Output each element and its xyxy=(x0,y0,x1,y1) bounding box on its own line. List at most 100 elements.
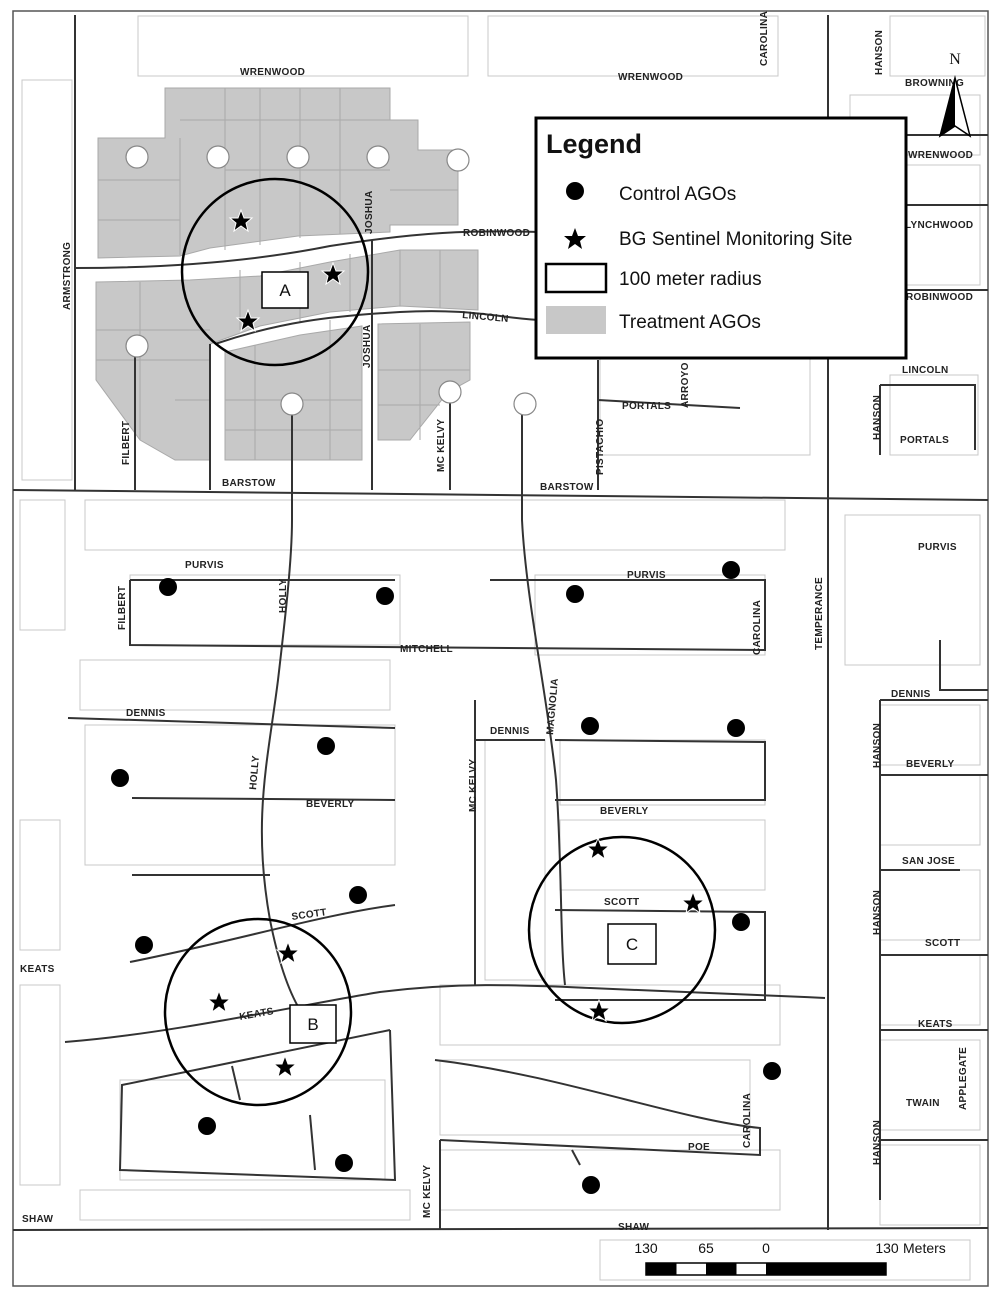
control-ago-dot xyxy=(335,1154,353,1172)
street-label: DENNIS xyxy=(891,689,931,700)
street-label: WRENWOOD xyxy=(618,72,683,83)
street-label: FILBERT xyxy=(121,421,132,465)
north-label: N xyxy=(949,51,961,68)
star-icon xyxy=(320,261,346,286)
street-label: FILBERT xyxy=(117,586,128,630)
control-ago-dot xyxy=(732,913,750,931)
street-label: KEATS xyxy=(20,964,55,975)
star-icon xyxy=(680,890,706,915)
star-icon xyxy=(206,989,232,1014)
star-icon xyxy=(228,208,254,233)
street-label: PURVIS xyxy=(185,560,224,571)
legend: Legend Control AGOs BG Sentinel Monitori… xyxy=(534,116,908,360)
control-ago-dot xyxy=(727,719,745,737)
street-label: BROWNING xyxy=(905,78,964,89)
cul-de-sacs xyxy=(125,145,537,416)
street-label: PORTALS xyxy=(900,435,949,446)
control-ago-dot xyxy=(376,587,394,605)
street-label: SHAW xyxy=(22,1214,53,1225)
scale-label: 130 xyxy=(875,1240,899,1256)
street-label: HOLLY xyxy=(278,579,289,613)
street-label: LINCOLN xyxy=(902,365,949,376)
street-label: ARROYO xyxy=(680,362,691,408)
monitoring-sites xyxy=(206,208,706,1079)
street-label: LINCOLN xyxy=(462,310,509,325)
control-ago-dot xyxy=(566,585,584,603)
legend-label: 100 meter radius xyxy=(619,269,762,290)
legend-star-icon xyxy=(564,228,586,249)
street-label: BEVERLY xyxy=(306,799,354,810)
street-label: HANSON xyxy=(872,723,883,768)
site-c-label: C xyxy=(607,923,657,965)
street-label: SHAW xyxy=(618,1222,649,1233)
control-ago-dot xyxy=(317,737,335,755)
scale-unit: Meters xyxy=(903,1240,946,1256)
street-label: SCOTT xyxy=(291,907,328,923)
radius-circle-a xyxy=(180,177,370,367)
control-ago-dot xyxy=(198,1117,216,1135)
radius-circles xyxy=(163,177,717,1107)
radius-circle-b xyxy=(163,917,353,1107)
legend-title: Legend xyxy=(546,129,642,159)
street-label: CAROLINA xyxy=(742,1093,753,1148)
scale-bar: 130 65 0 130 Meters xyxy=(634,1240,946,1276)
street-label: SAN JOSE xyxy=(902,856,955,867)
street-label: PISTACHIO xyxy=(595,419,606,475)
street-label: ROBINWOOD xyxy=(906,292,973,303)
legend-label: Control AGOs xyxy=(619,184,736,205)
street-label: APPLEGATE xyxy=(958,1047,969,1110)
street-label: KEATS xyxy=(918,1019,953,1030)
street-label: WRENWOOD xyxy=(908,150,973,161)
star-icon xyxy=(586,998,612,1023)
street-label: BARSTOW xyxy=(540,482,594,493)
street-label: LYNCHWOOD xyxy=(905,220,973,231)
street-label: PURVIS xyxy=(627,570,666,581)
street-label: SCOTT xyxy=(604,897,639,908)
control-agos xyxy=(111,561,781,1194)
star-icon xyxy=(585,836,611,861)
street-label: MAGNOLIA xyxy=(545,678,561,736)
star-icon xyxy=(275,940,301,965)
street-label: ROBINWOOD xyxy=(463,228,530,239)
street-label: WRENWOOD xyxy=(240,67,305,78)
street-label: BARSTOW xyxy=(222,478,276,489)
street-label: PURVIS xyxy=(918,542,957,553)
street-label: MC KELVY xyxy=(422,1165,433,1218)
site-a-text: A xyxy=(279,281,291,300)
legend-treatment-icon xyxy=(546,306,606,334)
street-label: JOSHUA xyxy=(362,325,373,368)
street-label: CAROLINA xyxy=(752,600,763,655)
street-label: TWAIN xyxy=(906,1098,940,1109)
legend-circle-icon xyxy=(566,182,584,200)
street-label: POE xyxy=(688,1142,710,1153)
north-arrow: N xyxy=(938,51,972,138)
street-label: HANSON xyxy=(872,395,883,440)
site-b-text: B xyxy=(307,1015,318,1034)
control-ago-dot xyxy=(582,1176,600,1194)
star-icon xyxy=(272,1054,298,1079)
scale-label: 130 xyxy=(634,1240,658,1256)
star-icon xyxy=(235,308,261,333)
scale-label: 65 xyxy=(698,1240,714,1256)
street-label: BEVERLY xyxy=(906,759,954,770)
street-label: DENNIS xyxy=(490,726,530,737)
radius-circle-c xyxy=(527,835,717,1025)
site-c-text: C xyxy=(626,935,638,954)
street-label: PORTALS xyxy=(622,401,671,412)
street-labels: WRENWOOD WRENWOOD WRENWOOD CAROLINA HANS… xyxy=(20,11,973,1233)
street-label: JOSHUA xyxy=(364,191,375,234)
scale-label: 0 xyxy=(762,1240,770,1256)
street-label: MC KELVY xyxy=(468,759,479,812)
legend-radius-icon xyxy=(544,262,608,294)
control-ago-dot xyxy=(349,886,367,904)
street-label: SCOTT xyxy=(925,938,960,949)
site-a-label: A xyxy=(261,271,309,309)
control-ago-dot xyxy=(763,1062,781,1080)
street-label: ARMSTRONG xyxy=(62,242,73,310)
street-label: MC KELVY xyxy=(436,419,447,472)
control-ago-dot xyxy=(111,769,129,787)
street-label: BEVERLY xyxy=(600,806,648,817)
legend-label: Treatment AGOs xyxy=(619,312,761,333)
control-ago-dot xyxy=(159,578,177,596)
